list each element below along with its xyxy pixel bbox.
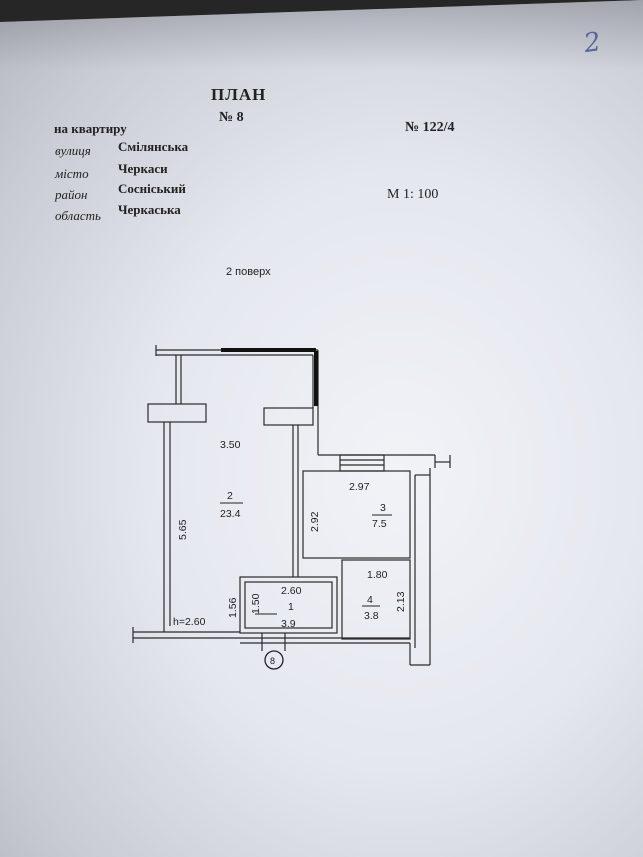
room-2-side-dim: 5.65 xyxy=(177,519,189,540)
room-4-top-dim: 1.80 xyxy=(367,569,388,581)
room-1-top-dim: 2.60 xyxy=(281,585,302,597)
plan-room-4-outline xyxy=(341,559,411,640)
room-4-area: 3.8 xyxy=(364,610,379,622)
floor-label: 2 поверх xyxy=(226,266,271,278)
room-2-area: 23.4 xyxy=(220,508,241,520)
room-3-number: 3 xyxy=(380,502,386,514)
ceiling-height: h=2.60 xyxy=(173,616,206,628)
street-label: вулиця xyxy=(55,143,91,158)
room-2-top-dim: 3.50 xyxy=(220,439,241,451)
plan-title: ПЛАН xyxy=(211,85,267,104)
room-3-side-dim: 2.92 xyxy=(309,511,321,532)
plan-room-3-outline xyxy=(302,470,411,559)
district-label: район xyxy=(55,187,88,202)
region-value: Черкаська xyxy=(118,202,181,217)
room-4-side-dim: 2.13 xyxy=(395,591,407,612)
registry-number: № 122/4 xyxy=(405,120,455,135)
room-3-area: 7.5 xyxy=(372,518,387,530)
plan-right-pillar xyxy=(263,407,314,426)
room-1-number: 1 xyxy=(288,601,294,613)
district-value: Сосніський xyxy=(118,181,186,196)
plan-room-1-outer xyxy=(239,576,338,634)
scale-label: М 1: 100 xyxy=(387,187,439,202)
apartment-number: № 8 xyxy=(219,110,244,125)
street-value: Смілянська xyxy=(118,139,189,154)
plan-stairs xyxy=(339,454,385,472)
room-4-number: 4 xyxy=(367,594,373,606)
region-label: область xyxy=(55,208,101,223)
plan-subtitle: на квартиру xyxy=(54,121,127,136)
city-label: місто xyxy=(55,166,89,181)
plan-axis-circle xyxy=(264,650,284,670)
room-3-top-dim: 2.97 xyxy=(349,481,370,493)
plan-left-pillar xyxy=(147,403,207,423)
room-1-extra-dim: 1.56 xyxy=(227,597,239,618)
room-1-side-dim: 1.50 xyxy=(250,593,262,614)
room-2-number: 2 xyxy=(227,490,233,502)
plan-room-1-inner xyxy=(244,581,333,629)
axis-marker-label: 8 xyxy=(270,656,275,666)
room-1-area: 3.9 xyxy=(281,618,296,630)
city-value: Черкаси xyxy=(118,161,168,176)
